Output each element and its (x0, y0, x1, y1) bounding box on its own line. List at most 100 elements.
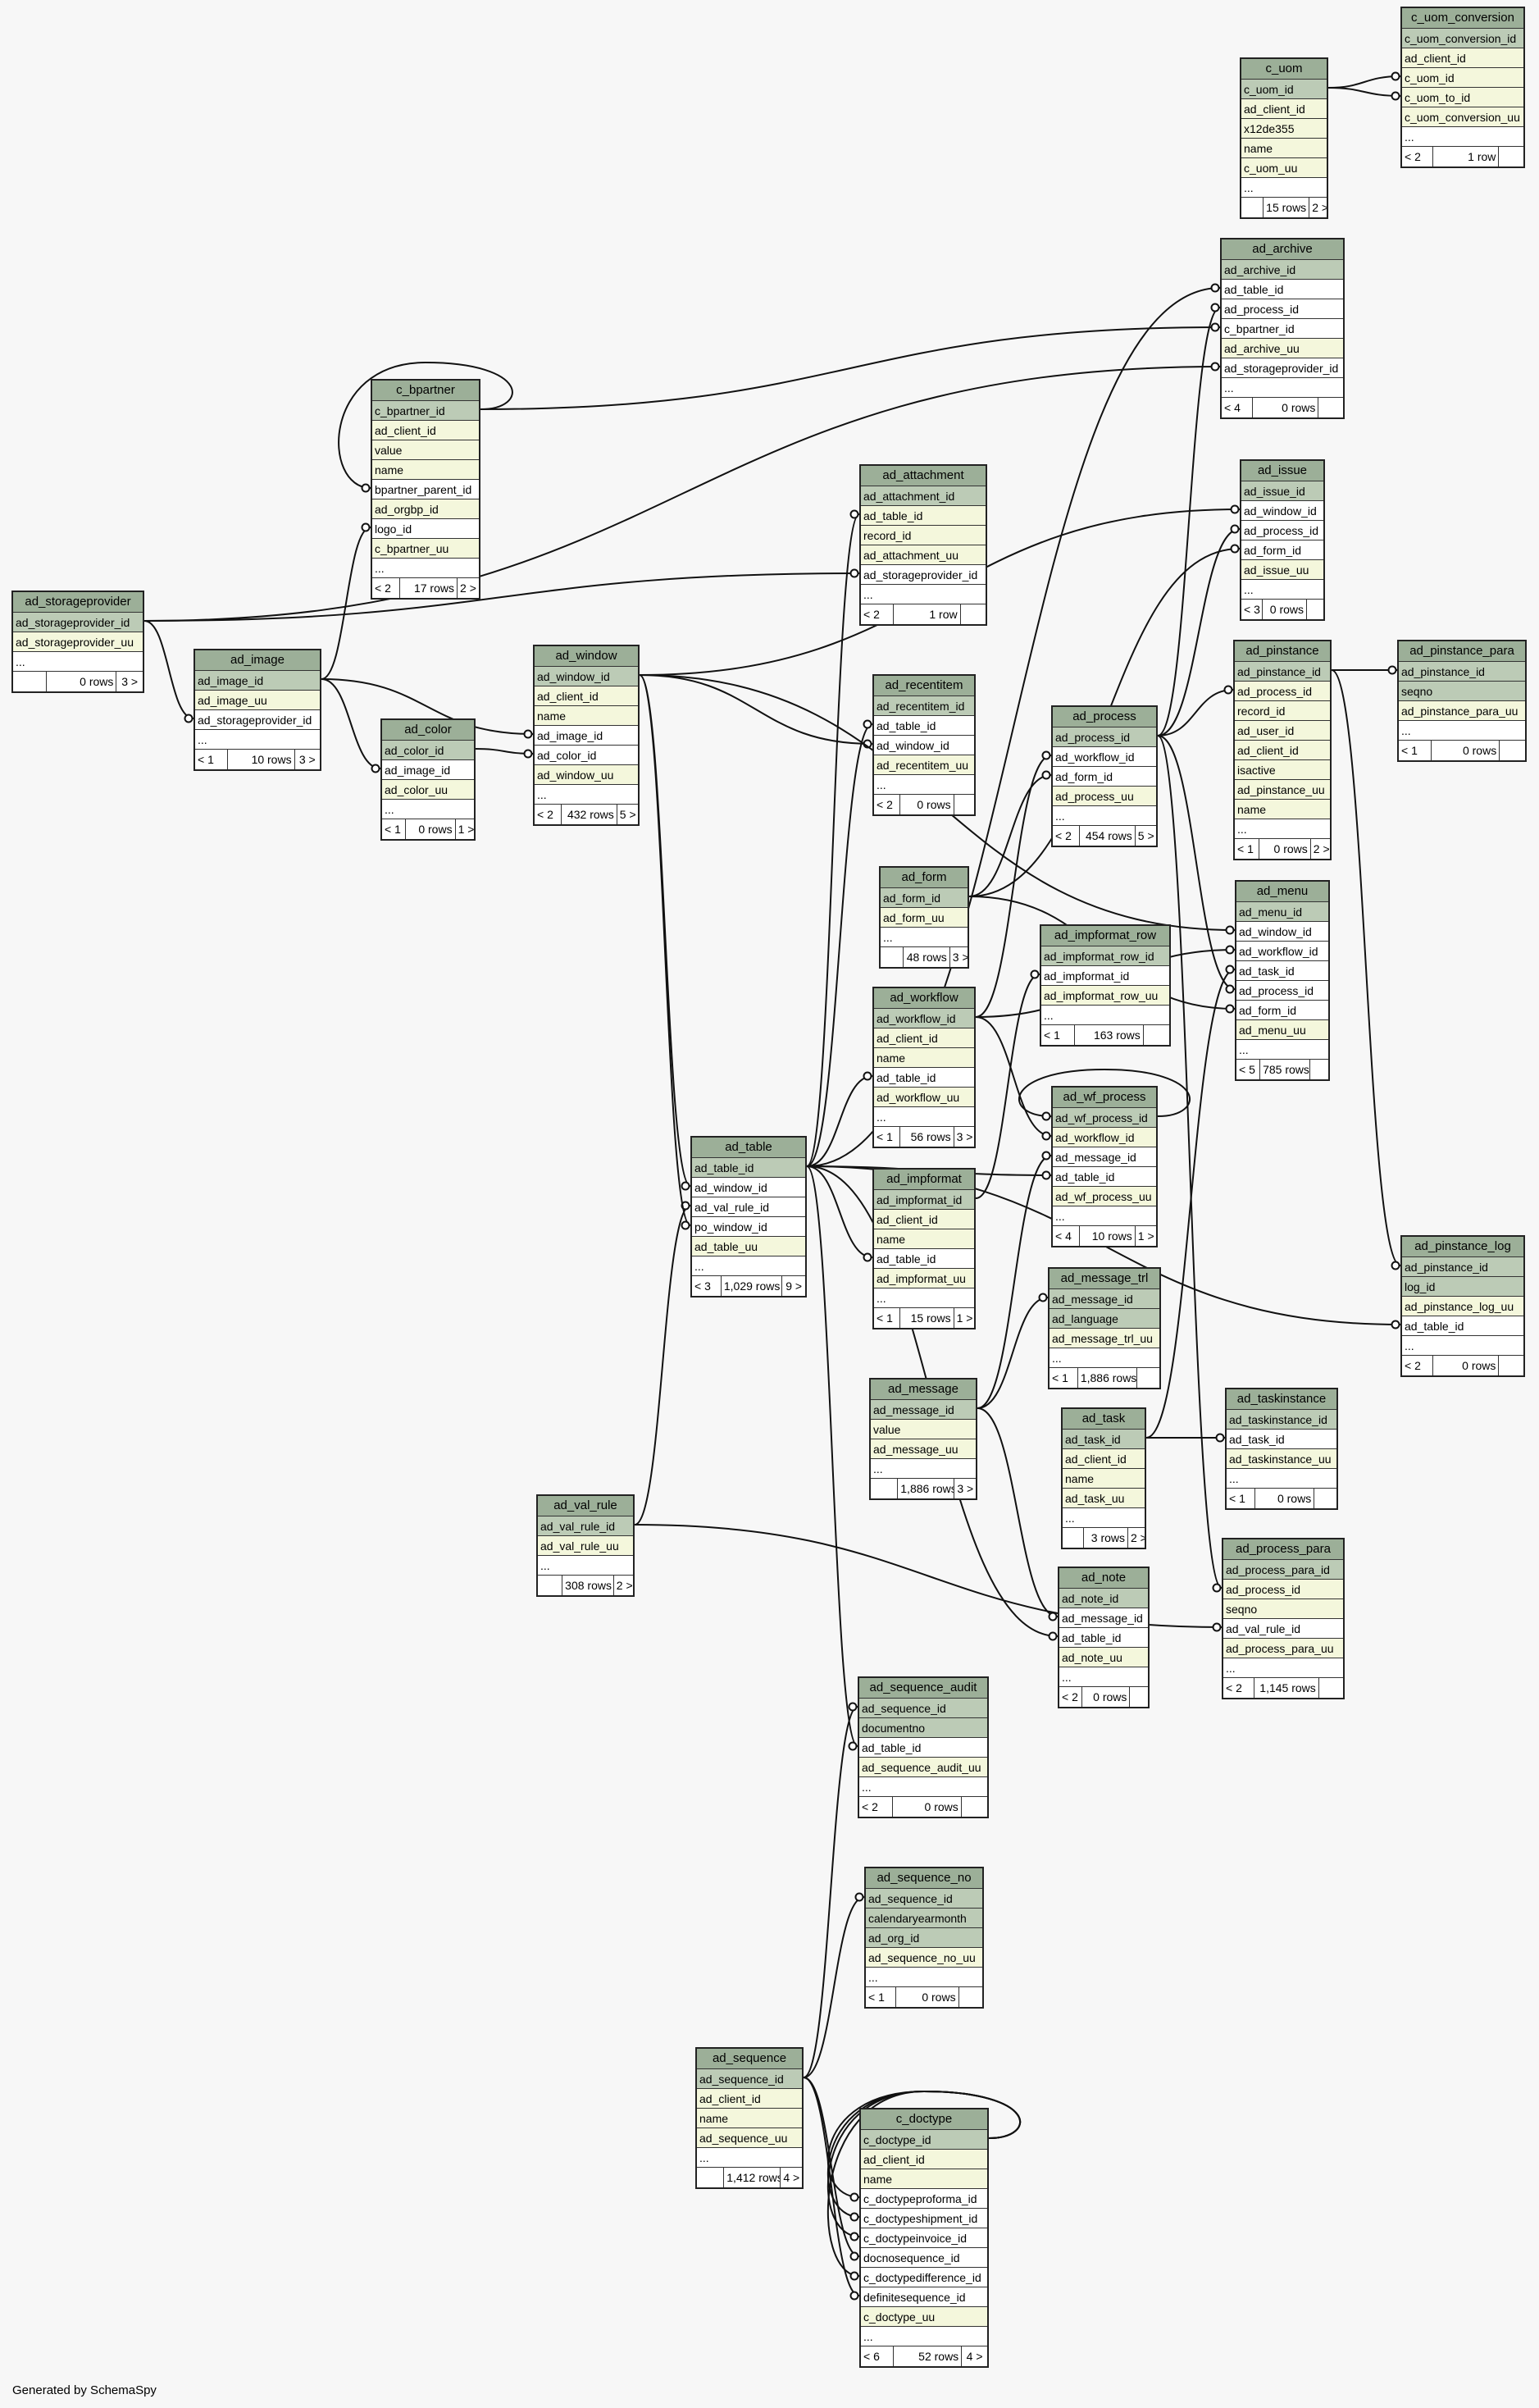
column-ad-pinstance-id[interactable]: ad_pinstance_id (1235, 662, 1330, 682)
column-ad-client-id[interactable]: ad_client_id (1402, 48, 1523, 68)
column-ad-client-id[interactable]: ad_client_id (1063, 1449, 1145, 1469)
column-ad-client-id[interactable]: ad_client_id (874, 1210, 974, 1229)
column-calendaryearmonth[interactable]: calendaryearmonth (866, 1909, 982, 1928)
table-header[interactable]: ad_storageprovider (13, 592, 143, 613)
parents-count[interactable] (1241, 198, 1264, 217)
column-ad-process-id[interactable]: ad_process_id (1223, 1580, 1343, 1599)
column-ad-pinstance-uu[interactable]: ad_pinstance_uu (1235, 780, 1330, 800)
column-name[interactable]: name (372, 460, 479, 480)
table-header[interactable]: ad_message_trl (1050, 1269, 1159, 1289)
column-ad-client-id[interactable]: ad_client_id (535, 686, 638, 706)
table-header[interactable]: ad_workflow (874, 988, 974, 1009)
parents-count[interactable]: < 2 (1059, 1687, 1083, 1707)
children-count[interactable] (959, 1987, 982, 2007)
parents-count[interactable]: < 1 (866, 1987, 896, 2007)
column-docnosequence-id[interactable]: docnosequence_id (861, 2248, 987, 2268)
column-name[interactable]: name (861, 2169, 987, 2189)
column-name[interactable]: name (1241, 139, 1327, 158)
column-name[interactable]: name (1235, 800, 1330, 819)
table-header[interactable]: ad_attachment (861, 466, 986, 486)
column-name[interactable]: name (1063, 1469, 1145, 1489)
parents-count[interactable]: < 6 (861, 2346, 895, 2366)
children-count[interactable] (961, 604, 986, 624)
children-count[interactable]: 5 > (619, 808, 636, 821)
children-count[interactable]: 3 > (121, 675, 139, 688)
column-documentno[interactable]: documentno (859, 1718, 987, 1738)
parents-count[interactable] (538, 1576, 563, 1595)
table-header[interactable]: ad_impformat_row (1041, 926, 1169, 946)
column-ad-message-trl-uu[interactable]: ad_message_trl_uu (1050, 1329, 1159, 1348)
parents-count[interactable] (13, 672, 48, 691)
column-c-doctypedifference-id[interactable]: c_doctypedifference_id (861, 2268, 987, 2287)
column-ad-table-id[interactable]: ad_table_id (874, 1068, 974, 1088)
parents-count[interactable]: < 2 (535, 805, 562, 824)
column-ad-window-id[interactable]: ad_window_id (874, 736, 974, 755)
column-ad-image-uu[interactable]: ad_image_uu (195, 691, 320, 710)
column-ad-task-uu[interactable]: ad_task_uu (1063, 1489, 1145, 1508)
table-header[interactable]: ad_process_para (1223, 1539, 1343, 1560)
column-bpartner-parent-id[interactable]: bpartner_parent_id (372, 480, 479, 499)
column-ad-sequence-audit-uu[interactable]: ad_sequence_audit_uu (859, 1758, 987, 1777)
column-ad-wf-process-id[interactable]: ad_wf_process_id (1053, 1108, 1156, 1128)
table-header[interactable]: ad_sequence (697, 2049, 802, 2069)
column-logo-id[interactable]: logo_id (372, 519, 479, 539)
column-ad-sequence-id[interactable]: ad_sequence_id (866, 1889, 982, 1909)
parents-count[interactable] (1063, 1528, 1084, 1548)
column-c-uom-conversion-id[interactable]: c_uom_conversion_id (1402, 29, 1523, 48)
table-header[interactable]: ad_recentitem (874, 676, 974, 696)
column-ad-menu-id[interactable]: ad_menu_id (1236, 902, 1328, 922)
table-header[interactable]: ad_menu (1236, 882, 1328, 902)
column-ad-table-id[interactable]: ad_table_id (874, 716, 974, 736)
children-count[interactable] (1500, 741, 1525, 760)
column-c-doctypeshipment-id[interactable]: c_doctypeshipment_id (861, 2209, 987, 2228)
table-header[interactable]: ad_pinstance (1235, 641, 1330, 662)
column-ad-orgbp-id[interactable]: ad_orgbp_id (372, 499, 479, 519)
table-header[interactable]: ad_archive (1222, 239, 1343, 260)
column-log-id[interactable]: log_id (1402, 1277, 1523, 1297)
children-count[interactable] (1307, 600, 1323, 619)
column-ad-form-id[interactable]: ad_form_id (1236, 1001, 1328, 1020)
column-c-uom-to-id[interactable]: c_uom_to_id (1402, 88, 1523, 107)
column-value[interactable]: value (372, 440, 479, 460)
table-header[interactable]: ad_wf_process (1053, 1088, 1156, 1108)
column-ad-table-id[interactable]: ad_table_id (1222, 280, 1343, 299)
column-c-doctypeproforma-id[interactable]: c_doctypeproforma_id (861, 2189, 987, 2209)
children-count[interactable] (1314, 1489, 1336, 1508)
column-po-window-id[interactable]: po_window_id (692, 1217, 805, 1237)
column-x12de355[interactable]: x12de355 (1241, 119, 1327, 139)
column-ad-attachment-id[interactable]: ad_attachment_id (861, 486, 986, 506)
children-count[interactable]: 2 > (1313, 842, 1330, 855)
column-ad-window-id[interactable]: ad_window_id (1236, 922, 1328, 942)
children-count[interactable] (1137, 1368, 1159, 1388)
column-ad-val-rule-id[interactable]: ad_val_rule_id (1223, 1619, 1343, 1639)
children-count[interactable] (1310, 1060, 1328, 1079)
column-c-doctype-uu[interactable]: c_doctype_uu (861, 2307, 987, 2327)
column-ad-table-id[interactable]: ad_table_id (692, 1158, 805, 1178)
parents-count[interactable]: < 1 (874, 1127, 900, 1147)
table-header[interactable]: ad_task (1063, 1409, 1145, 1430)
column-ad-sequence-no-uu[interactable]: ad_sequence_no_uu (866, 1948, 982, 1968)
parents-count[interactable]: < 2 (372, 578, 400, 598)
parents-count[interactable]: < 2 (861, 604, 894, 624)
parents-count[interactable]: < 1 (382, 819, 407, 839)
column-c-doctypeinvoice-id[interactable]: c_doctypeinvoice_id (861, 2228, 987, 2248)
children-count[interactable] (1144, 1025, 1169, 1045)
column-ad-pinstance-id[interactable]: ad_pinstance_id (1402, 1257, 1523, 1277)
children-count[interactable]: 1 > (956, 1311, 973, 1325)
parents-count[interactable]: < 2 (1053, 826, 1080, 846)
